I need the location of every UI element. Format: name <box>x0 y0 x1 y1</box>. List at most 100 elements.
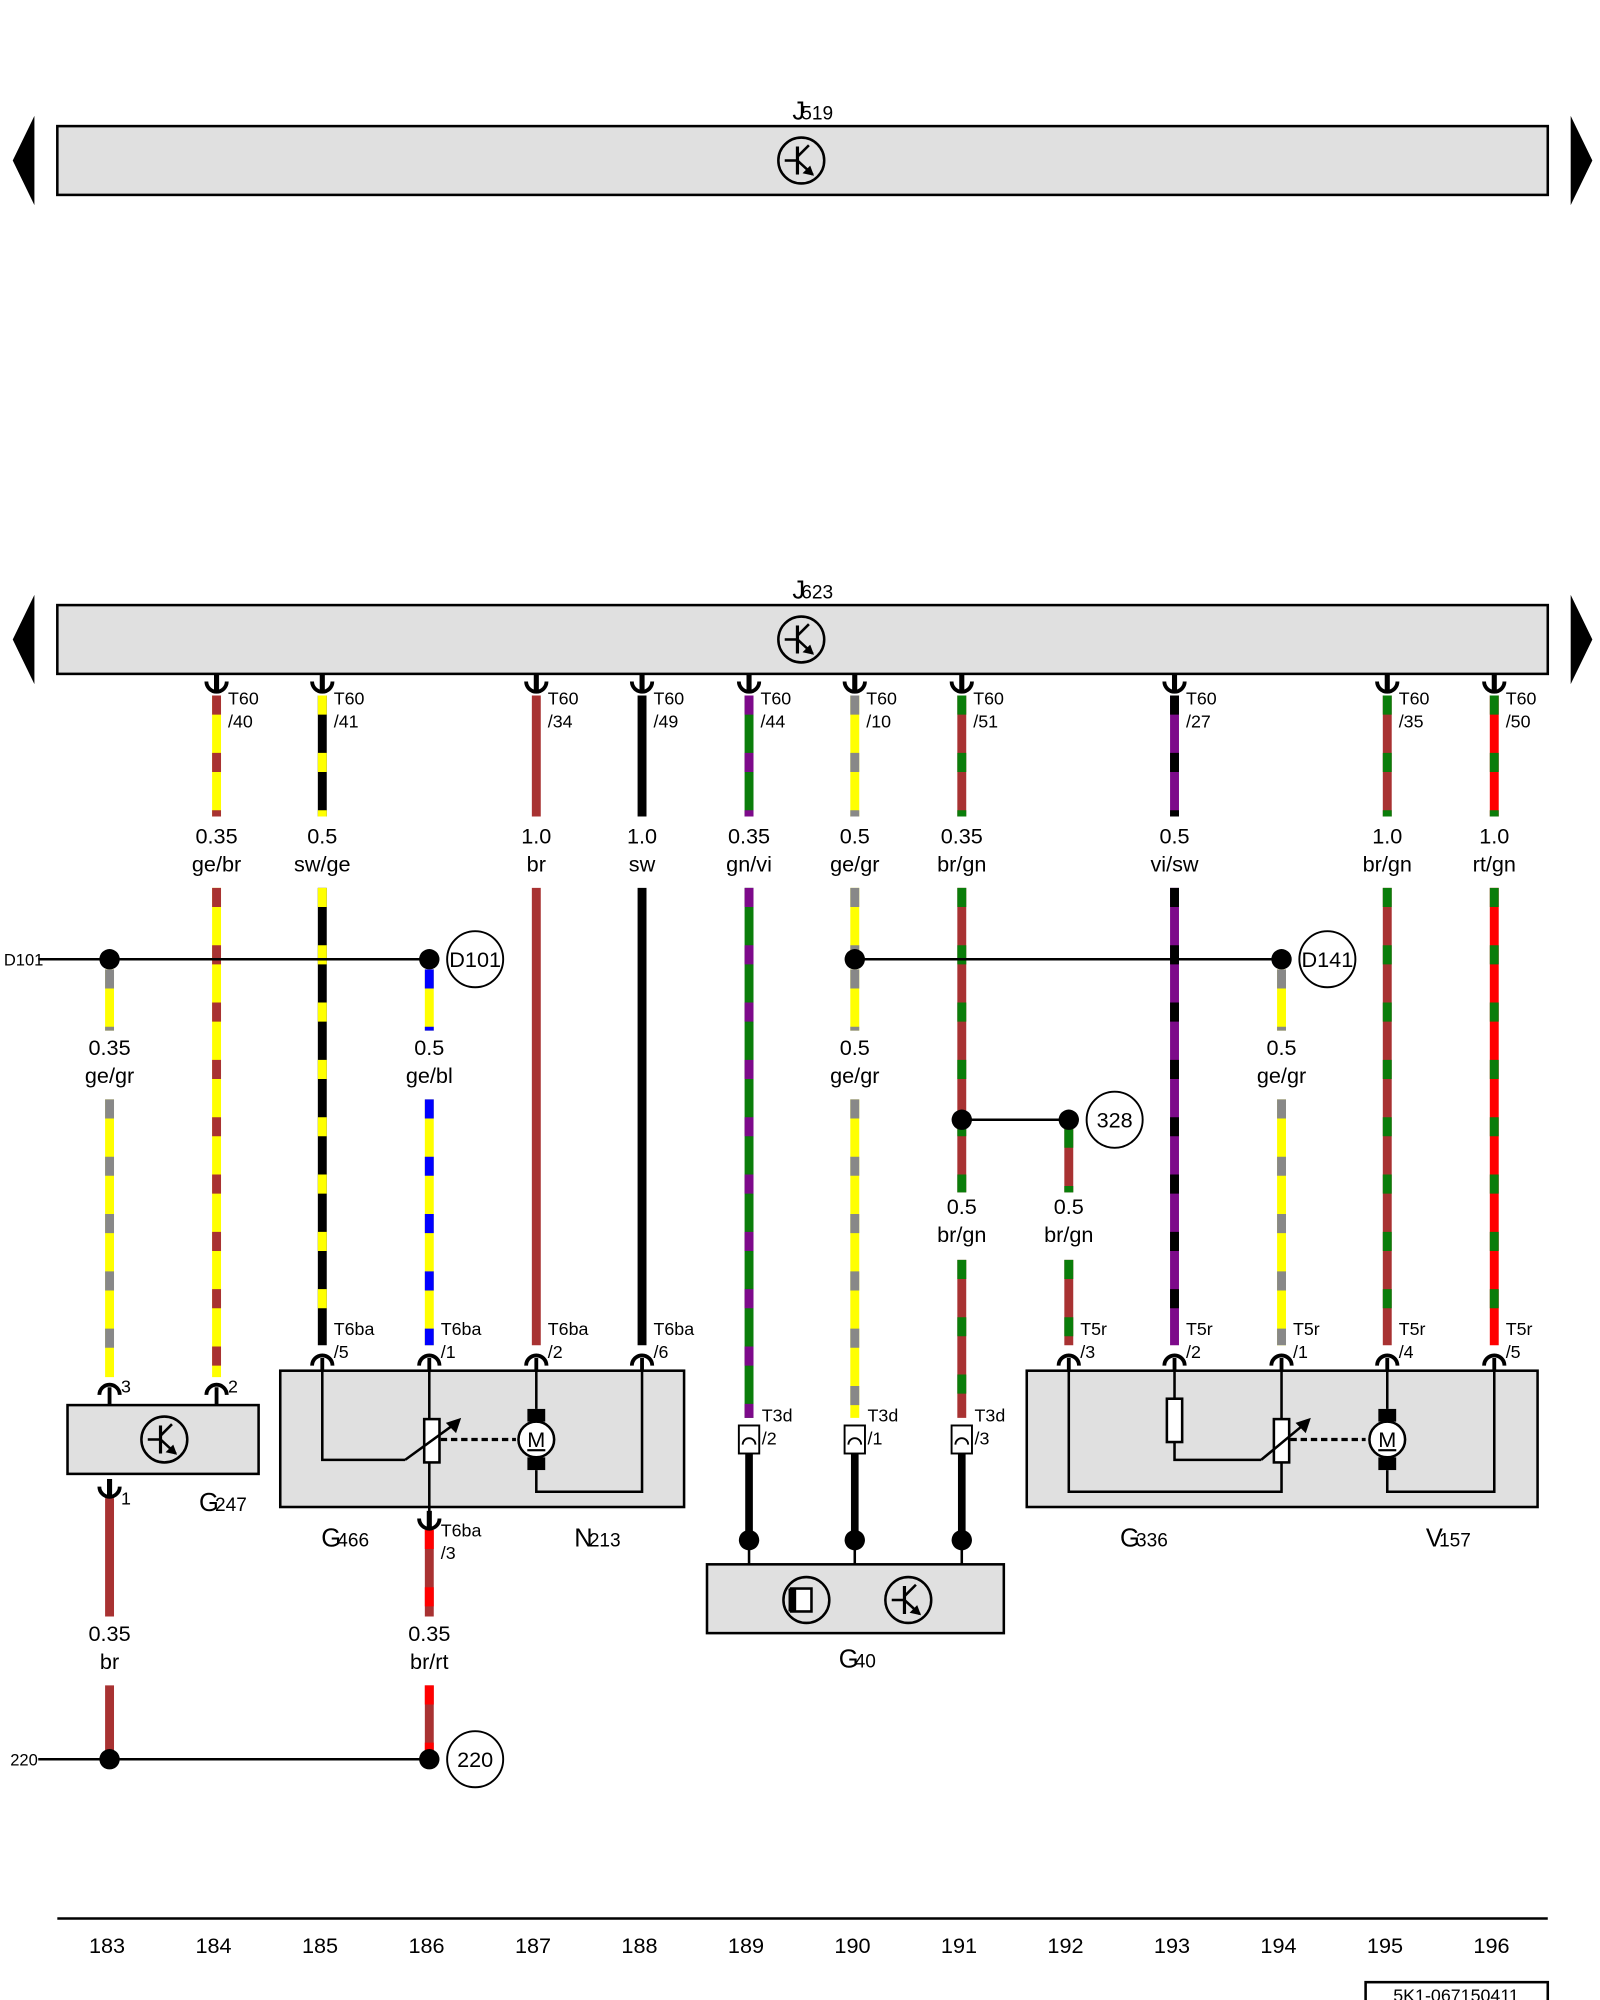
connector-icon <box>97 1382 122 1396</box>
transistor-icon <box>777 136 826 185</box>
page-prev-arrow[interactable] <box>12 594 35 685</box>
page-prev-arrow[interactable] <box>12 115 35 206</box>
connector-icon <box>736 681 762 694</box>
wire-color-label: br/rt <box>410 1649 448 1674</box>
wire-color-label: rt/gn <box>1473 851 1516 876</box>
connector-icon <box>417 1353 442 1366</box>
track-number: 183 <box>89 1933 125 1958</box>
connector-label: T60 <box>1399 688 1430 708</box>
connector-label: T6ba <box>441 1319 482 1339</box>
module-J519-label: J519 <box>792 98 833 126</box>
transistor-icon-collector <box>903 1583 917 1598</box>
motor-icon <box>517 1420 556 1459</box>
connector-pin-label: /3 <box>1080 1342 1095 1362</box>
motor-icon-label: M <box>1378 1427 1396 1452</box>
wire-color-label: br/gn <box>1363 851 1412 876</box>
wire-color-label: br <box>527 851 546 876</box>
connector-socket-icon <box>954 1437 970 1445</box>
connector-pin-label: 1 <box>121 1488 131 1508</box>
module-letter: J <box>792 98 805 126</box>
connector-icon <box>1482 681 1507 694</box>
module-number: 247 <box>215 1495 247 1516</box>
splice-dot <box>419 949 440 970</box>
connector-icon <box>842 681 867 694</box>
connector-icon <box>204 681 229 694</box>
connector-label: T60 <box>1506 688 1537 708</box>
connector-pin-label: /1 <box>1293 1342 1308 1362</box>
ref-circle-328-label: 328 <box>1097 1107 1133 1132</box>
connector-icon <box>1375 681 1400 694</box>
module-letter: G <box>321 1524 341 1552</box>
connector-label: T6ba <box>441 1520 482 1540</box>
wire-gauge-label: 0.35 <box>408 1621 450 1646</box>
module-J623-label: J623 <box>792 577 833 605</box>
module-letter: G <box>839 1646 859 1674</box>
connector-pin-label: /3 <box>441 1543 456 1563</box>
track-number: 193 <box>1154 1933 1190 1958</box>
wire-gauge-label: 0.35 <box>195 823 237 848</box>
page-next-arrow[interactable] <box>1570 115 1593 206</box>
connector-pin-label: 3 <box>121 1376 131 1396</box>
connector-pin-label: /4 <box>1399 1342 1414 1362</box>
track-number: 188 <box>621 1933 657 1958</box>
connector-pin-label: /49 <box>654 711 679 731</box>
wire-gauge-label: 0.5 <box>840 823 870 848</box>
module-G466-label: G466 <box>321 1524 369 1552</box>
circuit-wire <box>321 1370 406 1462</box>
circuit-wire <box>1067 1370 1283 1493</box>
module-letter: G <box>199 1489 219 1517</box>
wire-gauge-label: 0.5 <box>1054 1194 1084 1219</box>
circuit-wire <box>535 1370 644 1493</box>
transistor-icon-arrow <box>165 1444 178 1455</box>
splice-dot <box>844 949 865 970</box>
connector-pin-label: /2 <box>762 1429 777 1449</box>
module-G466-N213 <box>278 1369 686 1509</box>
connector-label: T60 <box>761 688 792 708</box>
wire-color-label: ge/br <box>192 851 241 876</box>
motor-icon-brush-bottom <box>527 1457 546 1471</box>
wire-color-label: ge/gr <box>830 851 879 876</box>
wire-gauge-label: 1.0 <box>1479 823 1509 848</box>
connector-label: T60 <box>1186 688 1217 708</box>
connector-label: T5r <box>1293 1319 1320 1339</box>
connector-label: T60 <box>866 688 897 708</box>
circuit-wire <box>1173 1442 1262 1462</box>
variable-resistor-icon-arrow <box>445 1417 462 1434</box>
splice-dot <box>951 1109 972 1130</box>
connector-icon <box>204 1382 229 1396</box>
connector-label: T3d <box>868 1406 899 1426</box>
wire-gauge-label: 0.5 <box>414 1035 444 1060</box>
track-number: 194 <box>1260 1933 1296 1958</box>
connector-icon <box>1375 1353 1400 1366</box>
track-number: 196 <box>1473 1933 1509 1958</box>
transistor-icon-arrow <box>802 644 815 655</box>
motor-icon <box>1368 1420 1407 1459</box>
connector-icon <box>1056 1353 1081 1366</box>
connector-label: T5r <box>1186 1319 1213 1339</box>
connector-label: T60 <box>228 688 259 708</box>
connector-icon <box>629 1353 655 1366</box>
page-next-arrow[interactable] <box>1570 594 1593 685</box>
module-number: 336 <box>1136 1530 1168 1551</box>
wire-color-label: br/gn <box>1044 1222 1093 1247</box>
wire-color-label: ge/gr <box>85 1063 134 1088</box>
wire-color-label: ge/gr <box>1257 1063 1306 1088</box>
track-number: 192 <box>1047 1933 1083 1958</box>
wire-color-label: br <box>100 1649 119 1674</box>
connector-label: T5r <box>1080 1319 1107 1339</box>
module-G40 <box>705 1563 1006 1635</box>
track-number: 190 <box>834 1933 870 1958</box>
splice-dot <box>99 1749 120 1770</box>
motor-icon-label: M <box>527 1427 545 1452</box>
connector-socket-icon <box>741 1437 757 1445</box>
connector-icon <box>524 681 549 694</box>
motor-icon-brush-top <box>527 1408 546 1422</box>
connector-icon <box>1482 1353 1507 1366</box>
connector-pin-label: /5 <box>334 1342 349 1362</box>
connector-pin-label: /50 <box>1506 711 1531 731</box>
wire-gauge-label: 0.35 <box>728 823 770 848</box>
connector-label: T3d <box>975 1406 1006 1426</box>
connector-pin-label: /44 <box>761 711 786 731</box>
ref-circle-220-label: 220 <box>457 1747 493 1772</box>
